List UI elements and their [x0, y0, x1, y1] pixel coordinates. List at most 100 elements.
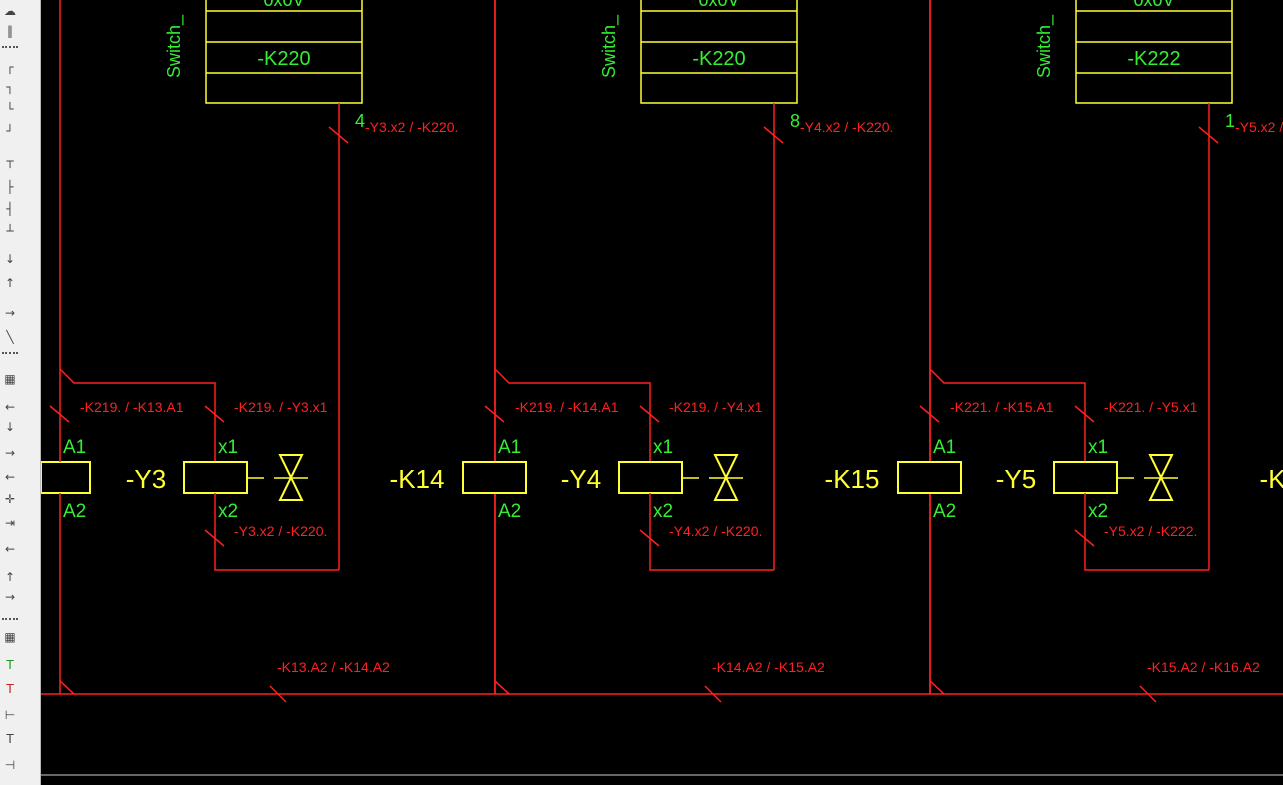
down-arrow-icon[interactable]: ↓	[4, 420, 16, 434]
terminal-block-icon[interactable]: ▦	[4, 630, 16, 644]
wire-to-coil-x1	[494, 368, 651, 462]
x2-ref: -Y5.x2 / -K222.	[1104, 523, 1197, 539]
left-arrow-icon[interactable]: ←	[4, 400, 16, 414]
cross-connect-icon[interactable]: ✛	[4, 492, 16, 506]
down-arrow-branch-icon[interactable]: ↓	[4, 252, 16, 266]
left-arrow-icon[interactable]: ←	[4, 470, 16, 484]
terminal-number: 8	[790, 111, 800, 131]
up-arrow-icon[interactable]: ↑	[4, 570, 16, 584]
pin-label-x1: x1	[1088, 437, 1108, 458]
device-box-top-text: 0x0V	[1133, 0, 1174, 10]
a1-tick	[484, 405, 505, 423]
wire-x2-loop	[1084, 493, 1209, 571]
x1-ref: -K219. / -Y3.x1	[234, 399, 328, 415]
pin-label-a1: A1	[933, 437, 956, 458]
a1-tick	[919, 405, 940, 423]
x1-tick	[204, 405, 225, 423]
device-box	[640, 0, 798, 104]
tee-left-icon[interactable]: ┤	[6, 202, 14, 216]
rotated-switch-label: Switch_	[164, 14, 185, 78]
up-arrow-branch-icon[interactable]: ↑	[4, 276, 16, 290]
tee-up-icon[interactable]: ┴	[6, 224, 14, 238]
wire-to-coil-x1	[929, 368, 1086, 462]
text-icon[interactable]: T	[6, 732, 14, 746]
bottom-ref: -K14.A2 / -K15.A2	[712, 659, 825, 675]
device-box	[205, 0, 363, 104]
x2-tick	[1074, 529, 1095, 547]
solenoid-coil	[183, 461, 248, 494]
terminal-tick	[1198, 126, 1219, 144]
toolbar-separator	[2, 352, 18, 354]
solenoid-coil	[618, 461, 683, 494]
pin-label-x1: x1	[218, 437, 238, 458]
bottom-bus-bend	[494, 680, 510, 695]
device-box-name: -K220	[257, 48, 310, 70]
bottom-bus-tick	[269, 685, 287, 703]
toolbar-separator	[2, 46, 18, 48]
x2-tick	[639, 529, 660, 547]
pin-label-a1: A1	[498, 437, 521, 458]
left-arrow-icon[interactable]: ←	[4, 542, 16, 556]
terminal-block-icon[interactable]: ▦	[4, 372, 16, 386]
x1-ref: -K219. / -Y4.x1	[669, 399, 763, 415]
contactor-coil	[462, 461, 527, 494]
corner-bottom-right-icon[interactable]: ┘	[6, 124, 14, 138]
a1-tick	[49, 405, 70, 423]
pin-label-x2: x2	[653, 501, 673, 522]
wire-to-coil-x1	[59, 368, 216, 462]
right-arrow-icon[interactable]: →	[4, 446, 16, 460]
device-box-top-text: 0x0V	[698, 0, 739, 10]
corner-bottom-left-icon[interactable]: └	[6, 102, 14, 116]
solenoid-name: -Y5	[996, 464, 1036, 494]
terminal-number: 1	[1225, 111, 1235, 131]
bracket-icon[interactable]: ⊢	[4, 708, 16, 722]
solenoid-coil	[1053, 461, 1118, 494]
cloud-icon[interactable]: ☁	[4, 4, 16, 18]
bottom-bus-bend	[929, 680, 945, 695]
wire-x2-loop	[214, 493, 339, 571]
pin-label-a2: A2	[63, 501, 86, 522]
a1-ref: -K219. / -K14.A1	[515, 399, 619, 415]
rotated-switch-label: Switch_	[1034, 14, 1055, 78]
rotated-switch-label: Switch_	[599, 14, 620, 78]
pin-label-x1: x1	[653, 437, 673, 458]
device-box	[1075, 0, 1233, 104]
diagonal-line-icon[interactable]: ╲	[6, 330, 14, 344]
right-arrow-icon[interactable]: →	[4, 590, 16, 604]
terminal-number: 4	[355, 111, 365, 131]
contactor-coil	[897, 461, 962, 494]
text-green-icon[interactable]: T	[6, 658, 14, 672]
bracket-end-icon[interactable]: ⊣	[4, 758, 16, 772]
right-connect-icon[interactable]: ⇥	[4, 516, 16, 530]
contactor-name: -K16	[1260, 464, 1283, 494]
pin-label-x2: x2	[1088, 501, 1108, 522]
corner-top-right-icon[interactable]: ┐	[6, 80, 14, 94]
right-arrow-icon[interactable]: →	[4, 306, 16, 320]
solenoid-name: -Y4	[561, 464, 601, 494]
solenoid-name: -Y3	[126, 464, 166, 494]
corner-top-left-icon[interactable]: ┌	[6, 60, 14, 74]
bottom-ref: -K13.A2 / -K14.A2	[277, 659, 390, 675]
tee-down-icon[interactable]: ┬	[6, 154, 14, 168]
pin-label-x2: x2	[218, 501, 238, 522]
parallel-lines-icon[interactable]: ‖	[7, 24, 13, 38]
a1-ref: -K219. / -K13.A1	[80, 399, 184, 415]
pin-label-a1: A1	[63, 437, 86, 458]
valve-symbol-icon	[1148, 454, 1174, 501]
device-box-top-text: 0x0V	[263, 0, 304, 10]
text-red-icon[interactable]: T	[6, 682, 14, 696]
tee-right-icon[interactable]: ├	[6, 180, 14, 194]
x2-ref: -Y4.x2 / -K220.	[669, 523, 762, 539]
bottom-bus-tick	[704, 685, 722, 703]
x2-ref: -Y3.x2 / -K220.	[234, 523, 327, 539]
x1-tick	[1074, 405, 1095, 423]
toolbar-separator	[2, 618, 18, 620]
x1-tick	[639, 405, 660, 423]
device-box-name: -K220	[692, 48, 745, 70]
contactor-name: -K15	[825, 464, 880, 494]
x2-tick	[204, 529, 225, 547]
a1-ref: -K221. / -K15.A1	[950, 399, 1054, 415]
terminal-tick	[328, 126, 349, 144]
